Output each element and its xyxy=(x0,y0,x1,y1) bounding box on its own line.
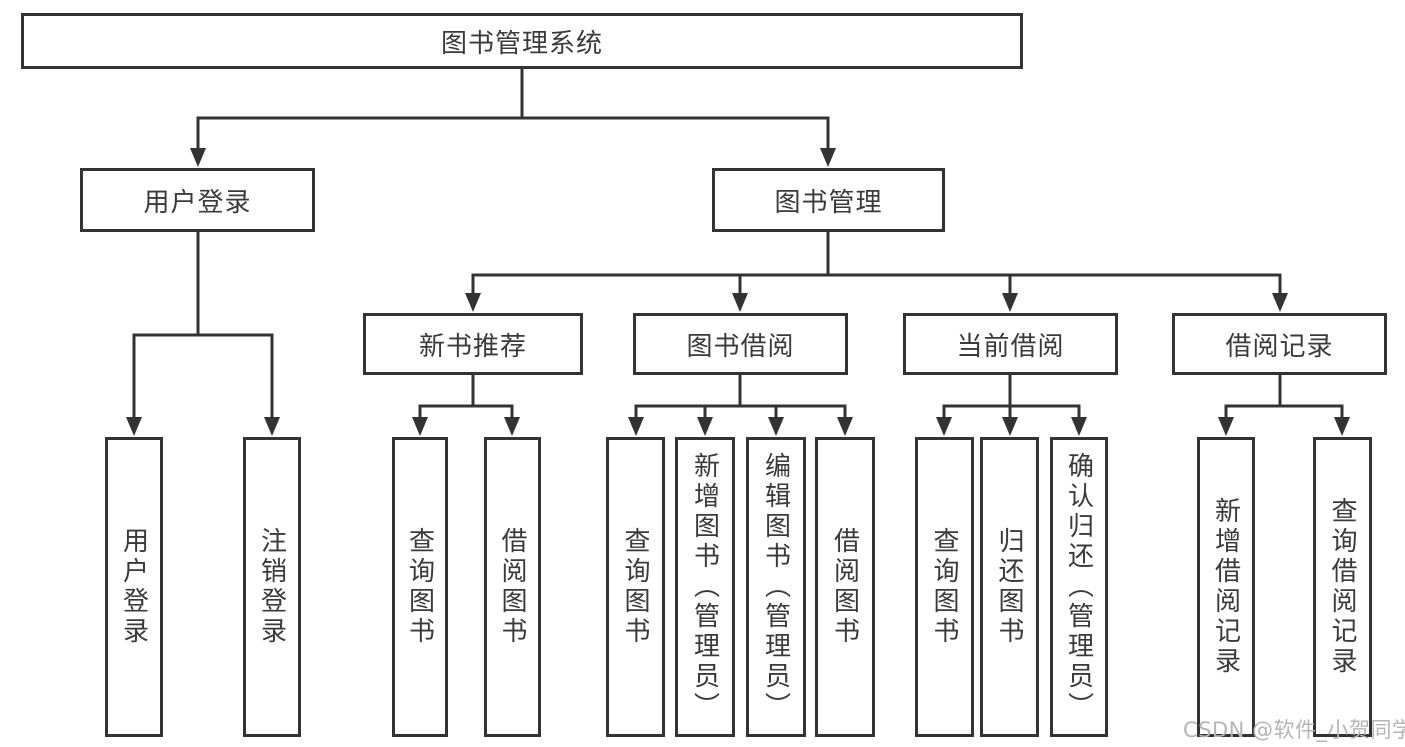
node-user-login: 用户登录 xyxy=(80,168,315,232)
leaf-logout: 注销登录 xyxy=(243,437,301,737)
node-new-book-recommendation: 新书推荐 xyxy=(363,313,583,375)
leaf-user-login: 用户登录 xyxy=(105,437,163,737)
node-borrowing-records: 借阅记录 xyxy=(1172,313,1387,375)
leaf-query-books-borrowing: 查询图书 xyxy=(606,437,665,737)
leaf-query-books-recommend: 查询图书 xyxy=(392,437,448,737)
leaf-borrow-books: 借阅图书 xyxy=(815,437,875,737)
leaf-add-borrow-record: 新增借阅记录 xyxy=(1197,437,1255,737)
leaf-query-borrow-record: 查询借阅记录 xyxy=(1313,437,1372,737)
leaf-borrow-books-recommend: 借阅图书 xyxy=(484,437,541,737)
leaf-confirm-return-admin: 确认归还（管理员） xyxy=(1050,437,1108,737)
leaf-add-books-admin: 新增图书（管理员） xyxy=(675,437,735,737)
leaf-return-books: 归还图书 xyxy=(980,437,1039,737)
node-library-management-system: 图书管理系统 xyxy=(21,13,1023,69)
node-book-management: 图书管理 xyxy=(712,168,945,232)
node-book-borrowing: 图书借阅 xyxy=(633,313,848,375)
leaf-edit-books-admin: 编辑图书（管理员） xyxy=(746,437,806,737)
node-current-borrowing: 当前借阅 xyxy=(903,313,1118,375)
csdn-watermark: CSDN @软件_小贺同学 xyxy=(1183,718,1405,742)
leaf-query-books-current: 查询图书 xyxy=(915,437,974,737)
